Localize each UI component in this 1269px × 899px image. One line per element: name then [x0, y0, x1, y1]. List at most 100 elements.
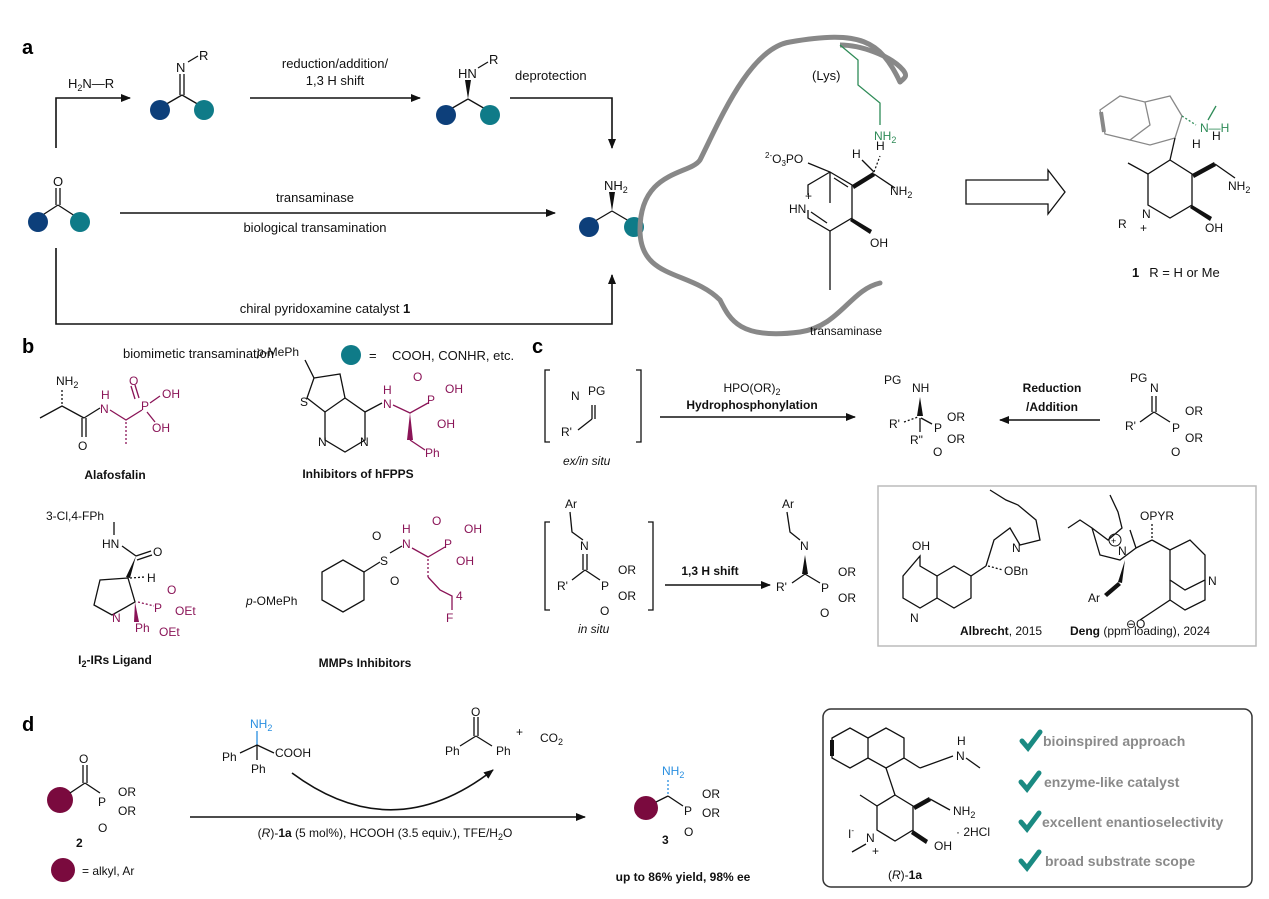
- substrate-2-structure: O P OR OR O 2 = alkyl, Ar: [47, 752, 136, 882]
- svg-text:OR: OR: [1185, 404, 1203, 418]
- maroon-circle: [47, 787, 73, 813]
- panel-label-c: c: [532, 336, 543, 358]
- svg-text:Ar: Ar: [782, 497, 794, 511]
- imine-structure: N R: [150, 48, 214, 120]
- maroon-circle: [634, 796, 658, 820]
- svg-text:N: N: [1118, 544, 1127, 558]
- svg-text:O: O: [684, 825, 693, 839]
- svg-text:/Addition: /Addition: [1026, 400, 1078, 414]
- i2-irs-ligand-structure: 3-Cl,4-FPh HN O H N Ph P O OEt OEt I2-IR…: [46, 509, 196, 669]
- svg-text:(R)-1a (5 mol%), HCOOH (3.5 eq: (R)-1a (5 mol%), HCOOH (3.5 equiv.), TFE…: [258, 826, 513, 842]
- dark-blue-circle: [579, 217, 599, 237]
- check-icon: [1018, 810, 1042, 833]
- svg-text:Deng (ppm loading), 2024: Deng (ppm loading), 2024: [1070, 624, 1210, 638]
- svg-text:N: N: [800, 539, 809, 553]
- feature-item: broad substrate scope: [1018, 849, 1195, 872]
- svg-text:OH: OH: [445, 382, 463, 396]
- svg-text:R": R": [910, 433, 923, 447]
- svg-text:H: H: [147, 571, 156, 585]
- svg-text:p-OMePh: p-OMePh: [245, 594, 297, 608]
- reagent-h2n-r: H2N—R: [68, 76, 114, 93]
- feature-item: excellent enantioselectivity: [1018, 810, 1224, 833]
- svg-text:Ph: Ph: [445, 744, 460, 758]
- svg-text:enzyme-like catalyst: enzyme-like catalyst: [1044, 774, 1180, 790]
- svg-text:+: +: [1140, 221, 1147, 235]
- svg-text:Ph: Ph: [496, 744, 511, 758]
- svg-text:NH2: NH2: [250, 717, 272, 733]
- svg-text:P: P: [141, 399, 149, 413]
- svg-text:OR: OR: [118, 804, 136, 818]
- svg-text:OR: OR: [118, 785, 136, 799]
- svg-text:P: P: [601, 579, 609, 593]
- check-icon: [1018, 770, 1042, 793]
- svg-text:1R = H or Me: 1R = H or Me: [1132, 265, 1220, 280]
- svg-text:OR: OR: [618, 563, 636, 577]
- svg-text:2: 2: [76, 836, 83, 850]
- ketimine-phosphonate: PG N R' P OR OR O: [1125, 371, 1203, 459]
- svg-text:Ar: Ar: [1088, 591, 1100, 605]
- ketone-structure: O: [28, 174, 90, 232]
- benzophenone-structure: O Ph Ph + CO2: [445, 705, 563, 758]
- svg-text:P: P: [154, 601, 162, 615]
- svg-text:NH2: NH2: [56, 374, 78, 390]
- svg-text:R': R': [557, 579, 568, 593]
- svg-text:P: P: [1172, 421, 1180, 435]
- svg-text:OBn: OBn: [1004, 564, 1028, 578]
- svg-text:P: P: [684, 804, 692, 818]
- svg-text:N: N: [112, 611, 121, 625]
- svg-text:O: O: [98, 821, 107, 835]
- svg-text:N: N: [402, 537, 411, 551]
- svg-text:R: R: [489, 52, 498, 67]
- svg-text:P: P: [98, 795, 106, 809]
- panel-label-a: a: [22, 37, 34, 59]
- svg-text:bioinspired approach: bioinspired approach: [1043, 733, 1185, 749]
- svg-text:OR: OR: [1185, 431, 1203, 445]
- svg-text:3-Cl,4-FPh: 3-Cl,4-FPh: [46, 509, 104, 523]
- svg-text:OR: OR: [702, 787, 720, 801]
- panel-label-b: b: [22, 336, 34, 358]
- svg-text:H: H: [1192, 137, 1201, 151]
- svg-text:N: N: [910, 611, 919, 625]
- alafosfalin-structure: NH2 O N H P O OH OH Alafosfalin: [39, 374, 180, 482]
- svg-text:NH: NH: [912, 381, 929, 395]
- arrow-deprotection: [510, 97, 616, 149]
- svg-text:+: +: [872, 844, 879, 858]
- svg-text:p-MePh: p-MePh: [256, 345, 299, 359]
- svg-text:biological transamination: biological transamination: [243, 220, 386, 235]
- svg-text:P: P: [427, 393, 435, 407]
- svg-text:excellent enantioselectivity: excellent enantioselectivity: [1042, 814, 1224, 830]
- svg-text:ex/in situ: ex/in situ: [563, 454, 611, 468]
- svg-text:3: 3: [662, 833, 669, 847]
- check-icon: [1019, 729, 1043, 752]
- svg-text:O: O: [167, 583, 176, 597]
- svg-text:OR: OR: [947, 410, 965, 424]
- svg-text:(R)-1a: (R)-1a: [888, 868, 922, 882]
- svg-text:O: O: [820, 606, 829, 620]
- svg-text:(Lys): (Lys): [812, 68, 840, 83]
- svg-text:OH: OH: [934, 839, 952, 853]
- svg-text:OR: OR: [702, 806, 720, 820]
- svg-text:O: O: [153, 545, 162, 559]
- panel-c: c PG N R' ex/in situ HPO(OR)2 Hydrophosp…: [532, 336, 1257, 647]
- svg-text:OH: OH: [1205, 221, 1223, 235]
- svg-text:P: P: [821, 581, 829, 595]
- arrow-amine-condensation: [55, 94, 131, 148]
- svg-text:H: H: [1212, 129, 1221, 143]
- svg-text:O: O: [933, 445, 942, 459]
- svg-text:O: O: [413, 370, 422, 384]
- svg-text:OH: OH: [870, 236, 888, 250]
- svg-text:N: N: [360, 435, 369, 449]
- svg-text:up to 86% yield, 98% ee: up to 86% yield, 98% ee: [616, 870, 751, 884]
- svg-text:H: H: [957, 734, 966, 748]
- svg-text:OH: OH: [464, 522, 482, 536]
- teal-circle: [194, 100, 214, 120]
- svg-text:OR: OR: [947, 432, 965, 446]
- svg-text:Inhibitors of hFPPS: Inhibitors of hFPPS: [302, 467, 413, 481]
- svg-text:N: N: [1012, 541, 1021, 555]
- teal-circle: [70, 212, 90, 232]
- svg-text:R: R: [1118, 217, 1127, 231]
- svg-text:N: N: [571, 389, 580, 403]
- svg-text:OR: OR: [838, 591, 856, 605]
- hfpps-inhibitor-structure: p-MePh S N N N H Ph P O OH OH Inhibitors…: [256, 345, 463, 481]
